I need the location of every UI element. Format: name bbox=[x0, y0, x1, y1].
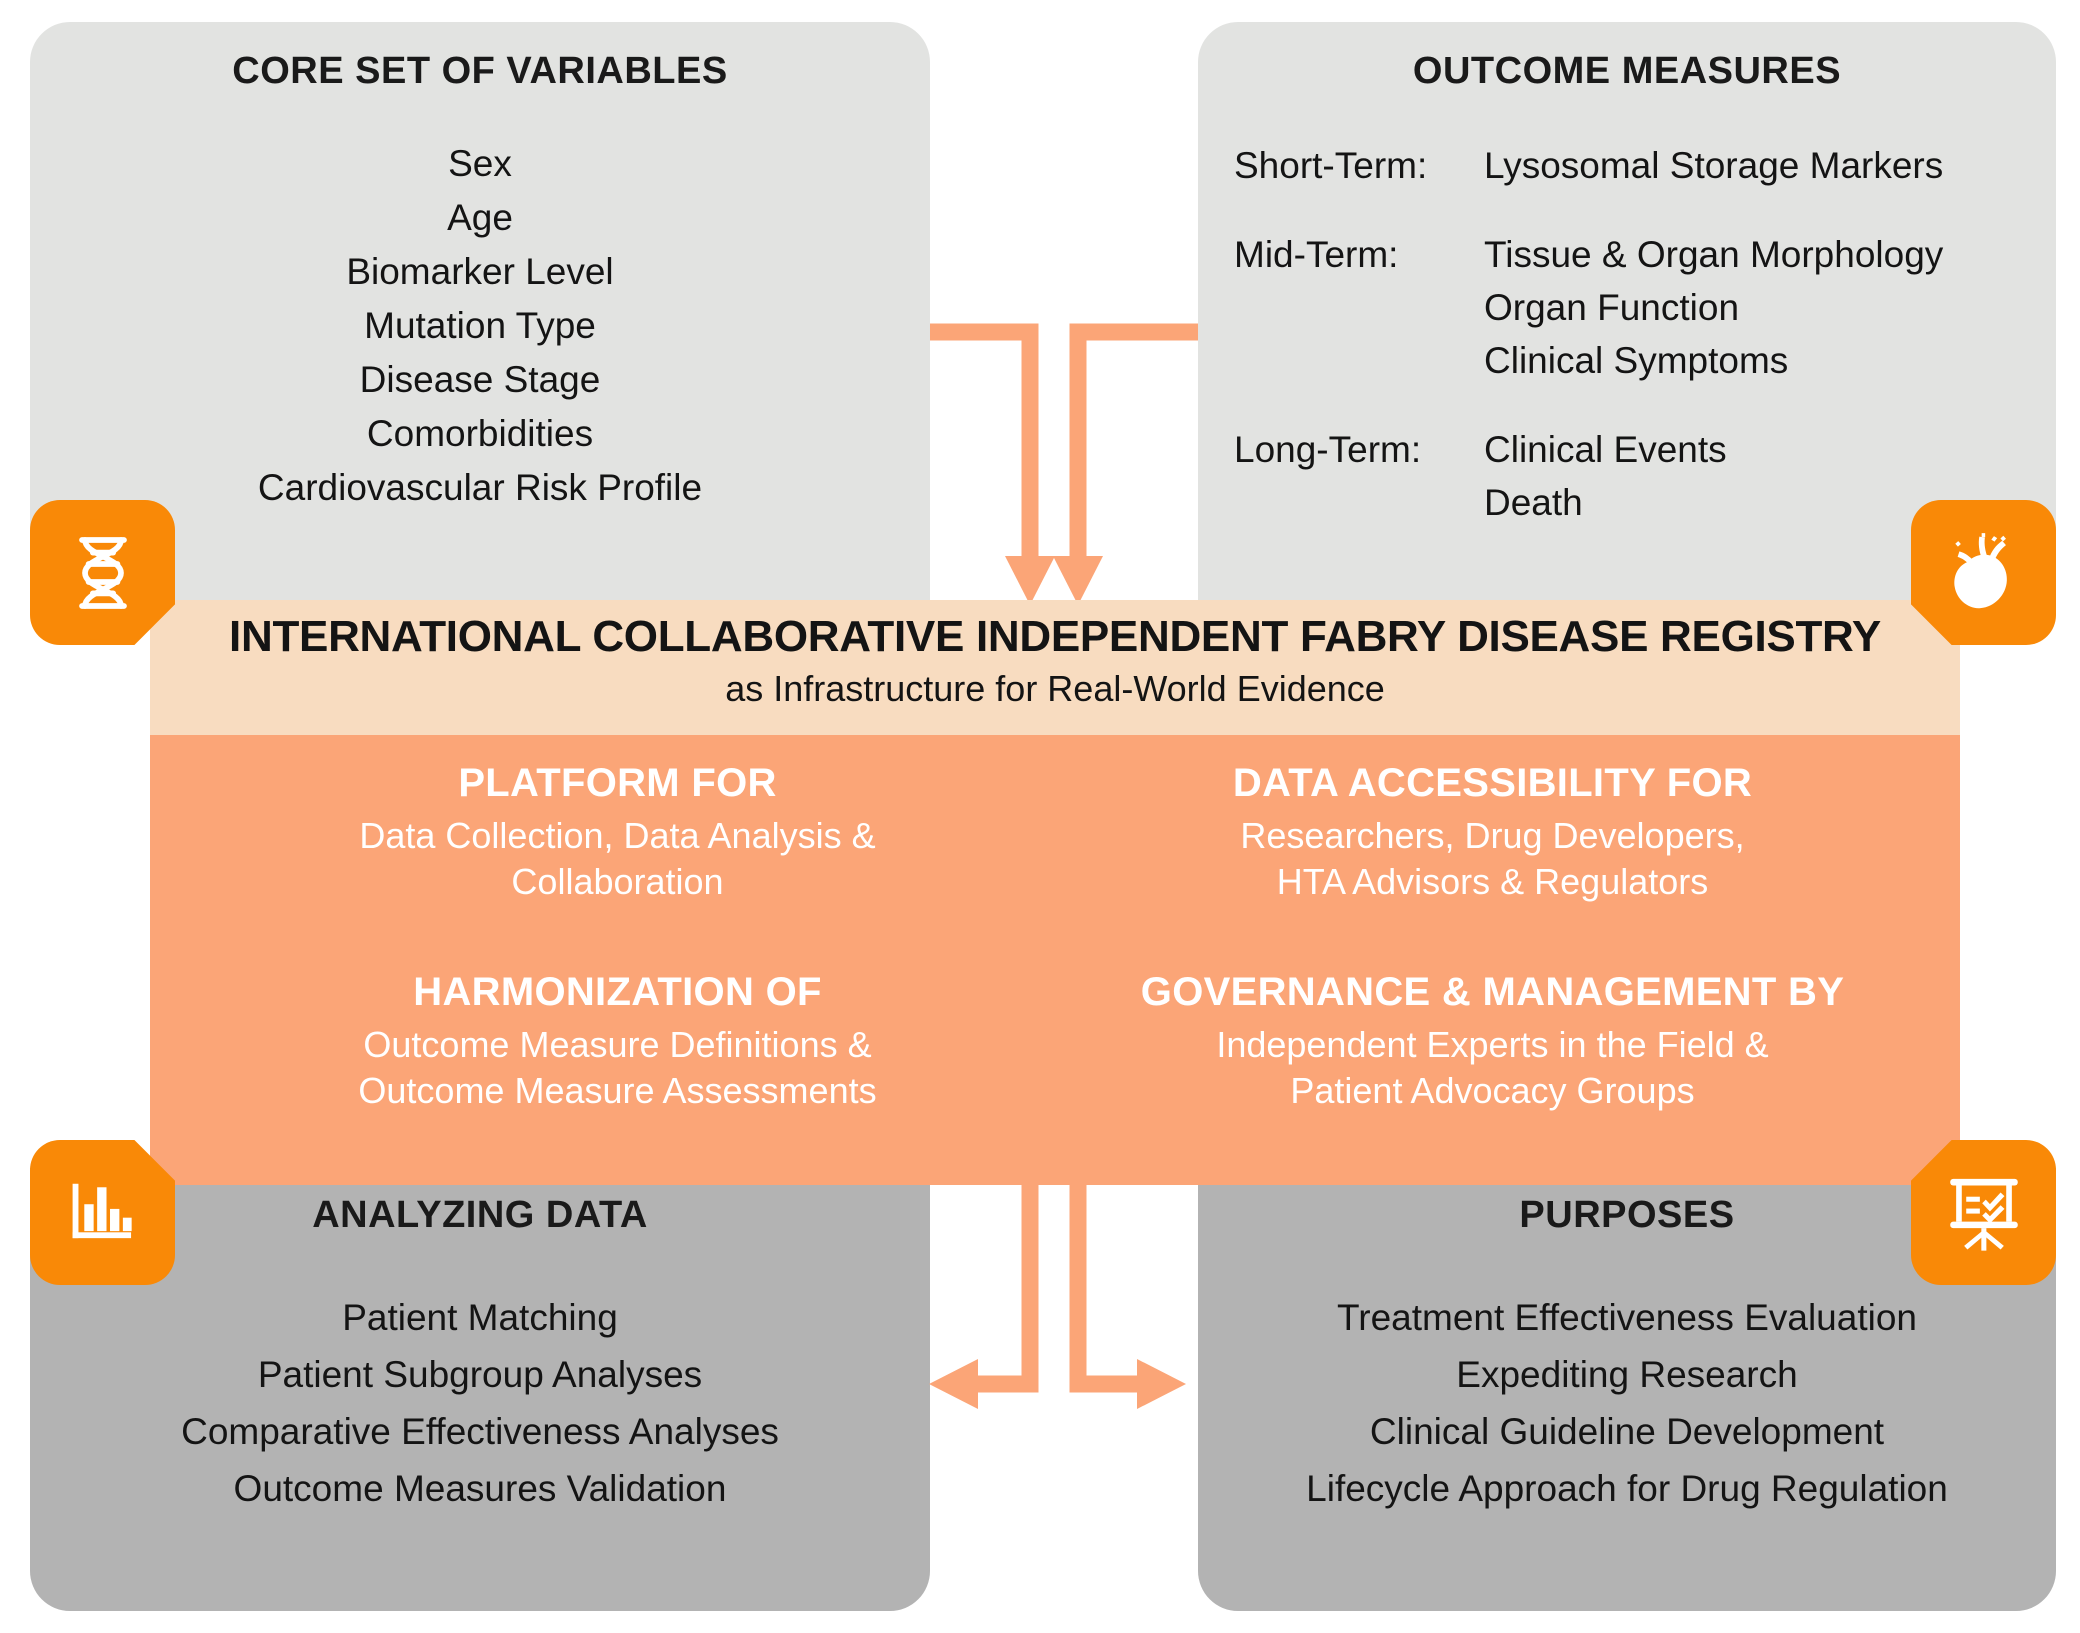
outcome-row-values: Lysosomal Storage Markers bbox=[1484, 139, 1943, 192]
registry-header: INTERNATIONAL COLLABORATIVE INDEPENDENT … bbox=[150, 600, 1960, 735]
list-item: Treatment Effectiveness Evaluation bbox=[1337, 1297, 1917, 1338]
panel-title-purposes: PURPOSES bbox=[1519, 1194, 1735, 1236]
list-item: Lysosomal Storage Markers bbox=[1484, 145, 1944, 186]
outcome-row-short-term: Short-Term: Lysosomal Storage Markers bbox=[1234, 139, 2056, 192]
outcome-row-label: Mid-Term: bbox=[1234, 234, 1399, 275]
panel-title-outcome-measures: OUTCOME MEASURES bbox=[1412, 50, 1842, 92]
registry-feature-grid: PLATFORM FOR Data Collection, Data Analy… bbox=[150, 735, 1960, 1185]
outcome-row-label: Short-Term: bbox=[1234, 145, 1428, 186]
panel-outcome-measures: OUTCOME MEASURES Short-Term: Lysosomal S… bbox=[1198, 22, 2056, 602]
list-item: Cardiovascular Risk Profile bbox=[257, 467, 703, 508]
presentation-check-icon-badge bbox=[1911, 1140, 2056, 1285]
cell-body: Researchers, Drug Developers,HTA Advisor… bbox=[1240, 815, 1745, 902]
panel-title-analyzing-data: ANALYZING DATA bbox=[312, 1194, 648, 1236]
analyzing-data-list: Patient Matching Patient Subgroup Analys… bbox=[30, 1289, 930, 1517]
cell-heading: HARMONIZATION OF bbox=[413, 970, 822, 1014]
list-item: Patient Subgroup Analyses bbox=[257, 1354, 703, 1395]
bar-chart-icon bbox=[72, 1183, 132, 1238]
registry-cell-platform-for: PLATFORM FOR Data Collection, Data Analy… bbox=[180, 757, 1055, 966]
registry-cell-harmonization-of: HARMONIZATION OF Outcome Measure Definit… bbox=[180, 966, 1055, 1175]
panel-title-core-set-of-variables: CORE SET OF VARIABLES bbox=[232, 50, 728, 92]
heart-icon bbox=[1953, 532, 2007, 608]
list-item: Age bbox=[447, 197, 513, 238]
list-item: Comparative Effectiveness Analyses bbox=[181, 1411, 779, 1452]
purposes-list: Treatment Effectiveness Evaluation Exped… bbox=[1198, 1289, 2056, 1517]
list-item: Clinical Events bbox=[1484, 429, 1727, 470]
arrow-core-variables-to-registry bbox=[930, 323, 1055, 605]
panel-core-set-of-variables: CORE SET OF VARIABLES Sex Age Biomarker … bbox=[30, 22, 930, 602]
heart-icon-badge bbox=[1911, 500, 2056, 645]
outcome-row-long-term: Long-Term: Clinical Events Death bbox=[1234, 423, 2056, 529]
list-item: Tissue & Organ Morphology bbox=[1484, 234, 1944, 275]
list-item: Clinical Guideline Development bbox=[1369, 1411, 1885, 1452]
cell-body: Data Collection, Data Analysis &Collabor… bbox=[359, 815, 876, 902]
registry-cell-governance-management-by: GOVERNANCE & MANAGEMENT BY Independent E… bbox=[1055, 966, 1930, 1175]
registry-cell-data-accessibility-for: DATA ACCESSIBILITY FOR Researchers, Drug… bbox=[1055, 757, 1930, 966]
dna-icon bbox=[78, 536, 127, 609]
presentation-check-icon bbox=[1949, 1178, 2018, 1251]
arrow-registry-to-analyzing-data bbox=[929, 1180, 1039, 1409]
outcome-row-values: Tissue & Organ Morphology Organ Function… bbox=[1484, 228, 1943, 387]
cell-heading: PLATFORM FOR bbox=[458, 761, 777, 805]
core-variables-list: Sex Age Biomarker Level Mutation Type Di… bbox=[30, 137, 930, 515]
outcome-row-mid-term: Mid-Term: Tissue & Organ Morphology Orga… bbox=[1234, 228, 2056, 387]
registry-subtitle: as Infrastructure for Real-World Evidenc… bbox=[725, 668, 1385, 709]
arrow-outcome-measures-to-registry bbox=[1053, 323, 1198, 605]
list-item: Patient Matching bbox=[342, 1297, 618, 1338]
list-item: Disease Stage bbox=[359, 359, 601, 400]
outcome-row-label: Long-Term: bbox=[1234, 429, 1422, 470]
registry-block: INTERNATIONAL COLLABORATIVE INDEPENDENT … bbox=[150, 600, 1960, 1185]
list-item: Organ Function bbox=[1484, 287, 1740, 328]
arrow-registry-to-purposes bbox=[1069, 1180, 1186, 1409]
list-item: Clinical Symptoms bbox=[1484, 340, 1789, 381]
list-item: Lifecycle Approach for Drug Regulation bbox=[1306, 1468, 1948, 1509]
panel-purposes: PURPOSES Treatment Effectiveness Evaluat… bbox=[1198, 1168, 2056, 1611]
list-item: Outcome Measures Validation bbox=[233, 1468, 727, 1509]
bar-chart-icon-badge bbox=[30, 1140, 175, 1285]
outcome-measures-list: Short-Term: Lysosomal Storage Markers Mi… bbox=[1198, 139, 2056, 529]
cell-body: Outcome Measure Definitions &Outcome Mea… bbox=[358, 1024, 877, 1111]
list-item: Comorbidities bbox=[366, 413, 594, 454]
list-item: Sex bbox=[448, 143, 512, 184]
cell-heading: GOVERNANCE & MANAGEMENT BY bbox=[1140, 970, 1845, 1014]
list-item: Expediting Research bbox=[1456, 1354, 1798, 1395]
outcome-row-values: Clinical Events Death bbox=[1484, 423, 1727, 529]
dna-icon-badge bbox=[30, 500, 175, 645]
list-item: Mutation Type bbox=[364, 305, 596, 346]
registry-title: INTERNATIONAL COLLABORATIVE INDEPENDENT … bbox=[229, 612, 1881, 661]
list-item: Death bbox=[1484, 482, 1583, 523]
cell-heading: DATA ACCESSIBILITY FOR bbox=[1232, 761, 1753, 805]
panel-analyzing-data: ANALYZING DATA Patient Matching Patient … bbox=[30, 1168, 930, 1611]
list-item: Biomarker Level bbox=[346, 251, 614, 292]
cell-body: Independent Experts in the Field &Patien… bbox=[1216, 1024, 1769, 1111]
